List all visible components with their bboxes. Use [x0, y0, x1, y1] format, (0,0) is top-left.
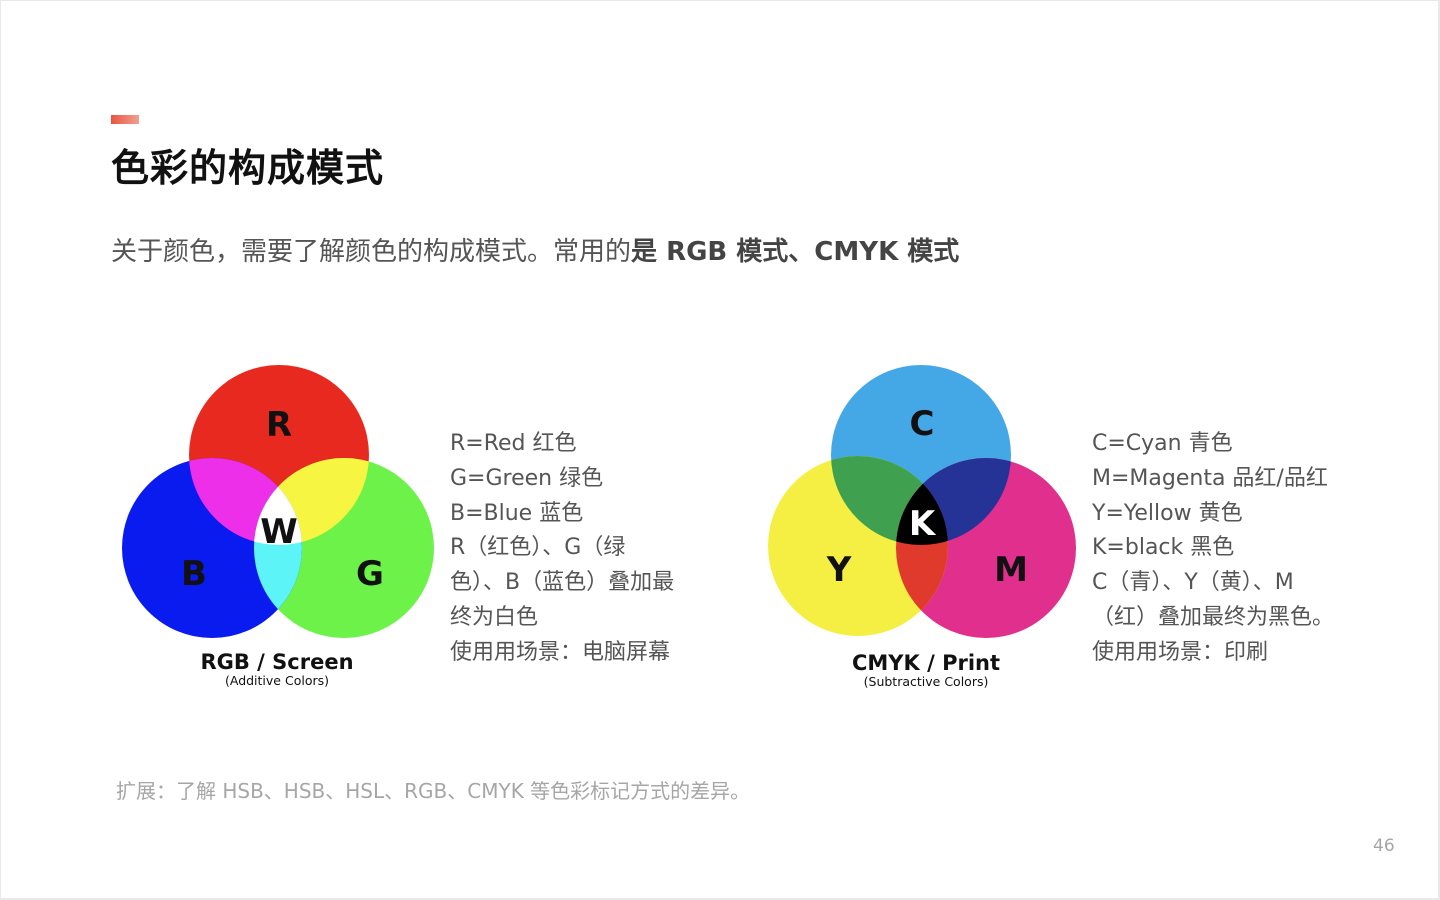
label-y: Y: [826, 550, 852, 590]
cmyk-desc-line: Y=Yellow 黄色: [1092, 500, 1243, 526]
rgb-diagram: R W B G RGB / Screen (Additive Colors): [119, 363, 439, 693]
label-b: B: [181, 554, 207, 594]
label-k: K: [909, 504, 937, 544]
cmyk-description: C=Cyan 青色 M=Magenta 品红/品红 Y=Yellow 黄色 K=…: [1092, 427, 1352, 671]
red-blue-overlap: [189, 458, 302, 545]
cmyk-desc-line: （红）叠加最终为黑色。: [1092, 604, 1335, 630]
label-g: G: [356, 554, 384, 594]
label-m: M: [994, 550, 1028, 590]
page-number: 46: [1373, 836, 1395, 856]
rgb-caption: RGB / Screen: [200, 650, 353, 674]
cmyk-caption: CMYK / Print: [852, 651, 1000, 675]
label-w: W: [260, 512, 298, 552]
cyan-magenta-overlap: [896, 458, 1011, 545]
subtitle-text: 关于颜色，需要了解颜色的构成模式。常用的: [111, 237, 632, 267]
rgb-desc-line: 终为白色: [450, 604, 539, 630]
rgb-caption-sub: (Additive Colors): [225, 673, 329, 688]
cmyk-caption-sub: (Subtractive Colors): [864, 674, 989, 689]
cmyk-venn-svg: C K Y M CMYK / Print (Subtractive Colors…: [768, 365, 1076, 689]
page-subtitle: 关于颜色，需要了解颜色的构成模式。常用的是 RGB 模式、CMYK 模式: [111, 231, 959, 268]
cmyk-desc-line: M=Magenta 品红/品红: [1092, 465, 1328, 491]
cmyk-diagram: C K Y M CMYK / Print (Subtractive Colors…: [764, 363, 1084, 693]
cyan-yellow-overlap: [831, 456, 948, 545]
rgb-desc-line: 使用用场景：电脑屏幕: [450, 639, 671, 665]
rgb-desc-line: G=Green 绿色: [450, 465, 604, 491]
rgb-description: R=Red 红色 G=Green 绿色 B=Blue 蓝色 R（红色）、G（绿 …: [450, 427, 710, 671]
cmyk-desc-line: 使用用场景：印刷: [1092, 639, 1269, 665]
rgb-desc-line: R=Red 红色: [450, 431, 577, 456]
cmyk-desc-line: K=black 黑色: [1092, 535, 1235, 561]
cmyk-desc-line: C=Cyan 青色: [1092, 431, 1233, 456]
subtitle-emphasis: 是 RGB 模式、CMYK 模式: [631, 237, 960, 267]
footnote: 扩展：了解 HSB、HSB、HSL、RGB、CMYK 等色彩标记方式的差异。: [116, 779, 751, 803]
red-green-overlap: [254, 458, 369, 545]
label-r: R: [266, 405, 292, 445]
rgb-desc-line: R（红色）、G（绿: [450, 535, 626, 561]
rgb-desc-line: B=Blue 蓝色: [450, 500, 584, 526]
rgb-venn-svg: R W B G RGB / Screen (Additive Colors): [122, 365, 434, 688]
label-c: C: [910, 404, 935, 444]
title-accent-bar: [111, 115, 139, 124]
rgb-desc-line: 色）、B（蓝色）叠加最: [450, 570, 675, 596]
page-title: 色彩的构成模式: [111, 146, 385, 190]
cmyk-desc-line: C（青）、Y（黄）、M: [1092, 570, 1294, 596]
